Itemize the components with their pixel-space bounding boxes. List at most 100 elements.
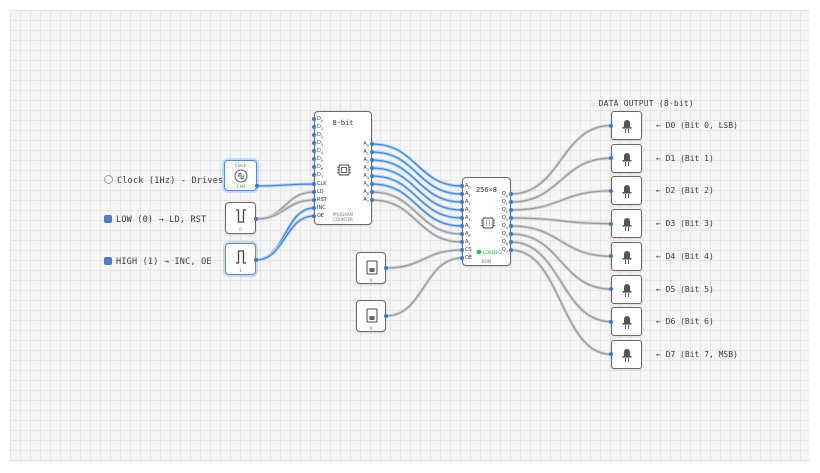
rom-pin-a3: A3 [465,207,471,214]
wire-layer [255,123,612,356]
wire-rom-oe[interactable] [385,257,463,317]
pc-port-d6[interactable] [312,165,316,169]
pc-port-ld[interactable] [312,190,316,194]
wire-data-0[interactable] [510,124,612,195]
low-pulse-icon [236,209,246,223]
rom-port-a1[interactable] [460,192,464,196]
switch-oe-out-port[interactable] [384,314,388,318]
rom-port-a5[interactable] [460,224,464,228]
wire-inc[interactable] [255,207,315,261]
wire-data-7[interactable] [510,249,612,356]
clock-out-port[interactable] [255,184,259,188]
pc-port-inc[interactable] [312,206,316,210]
led-port-d5[interactable] [609,287,613,291]
rom-pin-out-q7: Q7 [501,247,508,254]
wire-addr-4[interactable] [371,175,463,219]
rom-port-a2[interactable] [460,200,464,204]
led-d0[interactable] [611,111,642,140]
pc-port-d7[interactable] [312,173,316,177]
switch-oe[interactable]: 0 [356,300,386,332]
pc-pin-d0: D0 [317,116,324,123]
led-port-d7[interactable] [609,352,613,357]
pc-pin-out-a3: A3 [363,165,369,172]
pc-port-d2[interactable] [312,133,316,137]
led-d7[interactable] [611,339,642,369]
pc-port-d1[interactable] [312,125,316,129]
wire-addr-0[interactable] [371,143,463,187]
wire-addr-7[interactable] [371,199,463,243]
rom-port-out-q3[interactable] [509,216,513,220]
pc-port-out-a0[interactable] [370,142,374,146]
led-d5[interactable] [611,274,642,304]
wire-addr-3[interactable] [371,167,463,211]
wire-data-5[interactable] [510,233,612,290]
wire-data-6[interactable] [510,241,612,323]
led-d4[interactable] [611,241,642,271]
wire-addr-5[interactable] [371,183,463,227]
high-out-port[interactable] [254,258,258,262]
rom-pin-out-q6: Q6 [501,239,508,246]
wire-addr-2[interactable] [371,159,463,203]
rom-port-out-q4[interactable] [509,224,513,228]
pc-port-d0[interactable] [312,117,316,121]
rom-port-a7[interactable] [460,240,464,244]
pc-port-clk[interactable] [312,182,316,186]
pc-port-out-a6[interactable] [370,190,374,194]
pc-port-d4[interactable] [312,149,316,153]
wire-data-4[interactable] [510,225,612,257]
pc-port-out-a1[interactable] [370,150,374,154]
high-constant-node[interactable]: 1 [225,243,256,275]
pc-port-out-a2[interactable] [370,158,374,162]
wire-addr-6[interactable] [371,191,463,235]
led-port-d0[interactable] [609,123,613,128]
led-d6[interactable] [611,307,642,337]
rom-chip[interactable]: 256×8 LOADED ROM [462,177,511,266]
rom-port-oe[interactable] [460,256,464,260]
led-port-d2[interactable] [609,188,613,193]
low-out-port[interactable] [254,217,258,221]
pc-pin-inc: INC [317,205,326,211]
rom-port-cs[interactable] [460,248,464,252]
led-d1[interactable] [611,143,642,173]
led-d2[interactable] [611,176,642,206]
wire-addr-1[interactable] [371,151,463,195]
pc-port-d3[interactable] [312,141,316,145]
rom-port-out-q1[interactable] [509,200,513,204]
wire-oe[interactable] [255,215,315,261]
led-port-d1[interactable] [609,156,613,161]
rom-port-out-q5[interactable] [509,232,513,236]
wire-data-2[interactable] [510,190,612,211]
switch-cs-out-port[interactable] [384,266,388,270]
pc-port-oe[interactable] [312,214,316,218]
clock-node[interactable]: Clock 1 Hz [224,160,257,191]
rom-pin-oe: OE [465,255,473,261]
pc-port-d5[interactable] [312,157,316,161]
pc-port-out-a7[interactable] [370,198,374,202]
led-d3[interactable] [611,209,642,239]
rom-port-out-q6[interactable] [509,240,513,244]
rom-port-a4[interactable] [460,216,464,220]
pc-port-rst[interactable] [312,198,316,202]
rom-port-a0[interactable] [460,184,464,188]
rom-port-out-q2[interactable] [509,208,513,212]
low-constant-node[interactable]: 0 [225,202,256,234]
wire-clk[interactable] [256,183,315,187]
wire-ld[interactable] [255,191,315,220]
led-port-d6[interactable] [609,319,613,324]
wire-data-3[interactable] [510,217,612,225]
switch-cs[interactable]: 0 [356,252,386,284]
pc-port-out-a5[interactable] [370,182,374,186]
circuit-canvas[interactable]: Clock (1Hz) - Drives PC LOW (0) → LD, RS… [10,10,810,462]
rom-port-a6[interactable] [460,232,464,236]
pc-port-out-a3[interactable] [370,166,374,170]
rom-port-out-q0[interactable] [509,192,513,196]
wire-data-1[interactable] [510,157,612,203]
rom-port-a3[interactable] [460,208,464,212]
wire-rst[interactable] [255,199,315,220]
pc-port-out-a4[interactable] [370,174,374,178]
rom-port-out-q7[interactable] [509,248,513,252]
wire-cs[interactable] [385,249,463,269]
led-port-d3[interactable] [609,221,613,226]
clock-icon [104,175,113,184]
led-port-d4[interactable] [609,254,613,259]
